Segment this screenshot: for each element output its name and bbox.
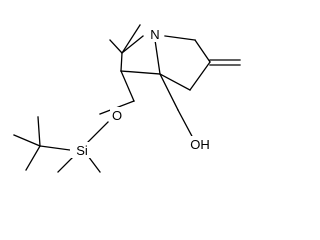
label-bg-n xyxy=(148,26,162,42)
oxygen-label: O xyxy=(112,108,122,123)
bond-c5-c6 xyxy=(194,39,211,63)
atom-labels: N O Si OH xyxy=(70,26,212,158)
bond-c6-c7 xyxy=(189,61,211,91)
bond-c1-c7a xyxy=(120,70,161,75)
silicon-label: Si xyxy=(76,143,88,158)
bond-c3-c2 xyxy=(109,39,123,54)
bond-n-c3 xyxy=(121,24,141,54)
bond-c1-ch2 xyxy=(120,70,135,102)
bond-tbu-me3 xyxy=(25,145,41,171)
bond-c2-c1 xyxy=(120,52,123,72)
structure-diagram: N O Si OH xyxy=(13,24,241,173)
bond-tbu-me2 xyxy=(37,116,41,147)
bond-n-c5 xyxy=(164,35,196,41)
hydroxyl-label: OH xyxy=(190,137,210,152)
bond-c7-c7a xyxy=(159,73,191,91)
bonds xyxy=(13,24,241,173)
bond-c7a-n xyxy=(154,39,161,75)
label-bg-o xyxy=(110,107,124,123)
nitrogen-label: N xyxy=(150,27,159,42)
bond-c7a-ch2 xyxy=(159,73,179,111)
label-bg-oh xyxy=(186,136,212,152)
molecule-drawing: N O Si OH xyxy=(13,24,241,173)
bond-c3-n xyxy=(121,35,144,54)
bond-ch2-oh xyxy=(177,109,195,141)
bond-si-tbu xyxy=(39,145,71,151)
bond-tbu-me1 xyxy=(13,134,41,147)
label-bg-si xyxy=(70,142,92,158)
